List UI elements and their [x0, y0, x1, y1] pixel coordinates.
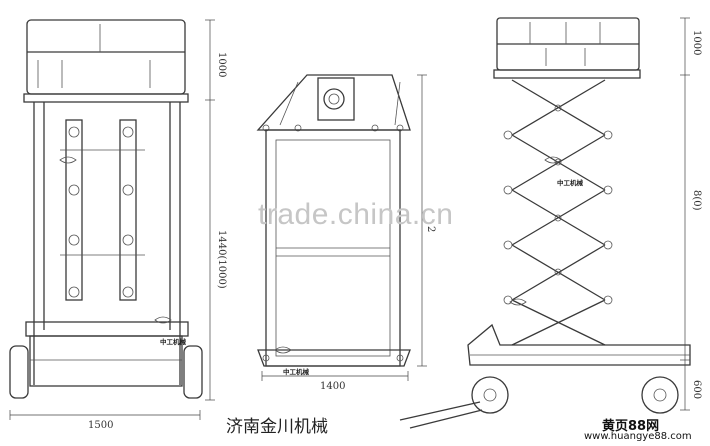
left-dim-width: 1500	[88, 420, 114, 431]
extended-view	[399, 17, 691, 429]
front-view	[256, 74, 427, 381]
right-dim-top: 1000	[691, 30, 702, 56]
watermark: trade.china.cn	[258, 198, 454, 231]
corner-site-name: 黄页88网	[602, 419, 660, 434]
machine-badge-front: 中工机械	[283, 368, 309, 376]
machine-badge-right: 中工机械	[557, 179, 583, 187]
logo-icon	[59, 156, 562, 354]
right-dim-mid: 8(0)	[691, 190, 702, 211]
front-dim-width: 1400	[320, 381, 346, 392]
left-side-view	[9, 19, 215, 420]
right-dim-bottom: 600	[691, 380, 702, 400]
left-dim-bottom: 1440(1000)	[216, 230, 227, 289]
left-dim-top: 1000	[216, 52, 227, 78]
company-name: 济南金川机械	[226, 417, 328, 437]
machine-badge: 中工机械	[160, 338, 186, 346]
corner-site-url: www.huangye88.com	[584, 431, 692, 442]
